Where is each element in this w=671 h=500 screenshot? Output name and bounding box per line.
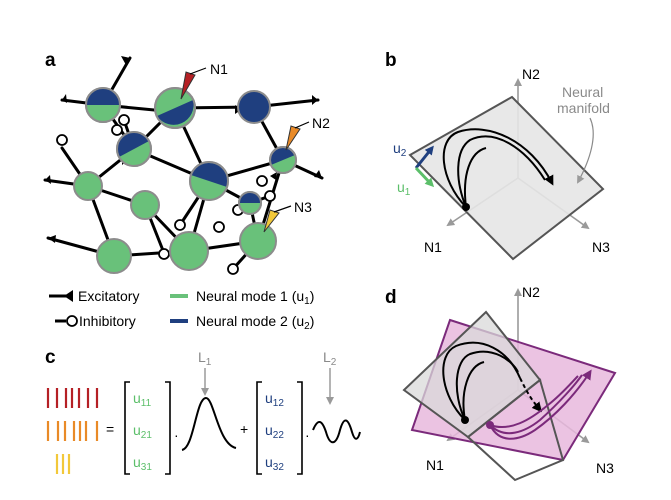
- electrode-n3-label: N3: [294, 199, 312, 215]
- legend-excitatory-label: Excitatory: [78, 288, 139, 304]
- inhibitory-synapses: [56, 114, 276, 275]
- manifold-pointer: [577, 117, 594, 184]
- u1-vector: [414, 166, 435, 188]
- legend-inhibitory-label: Inhibitory: [79, 313, 136, 329]
- plus-sign: +: [240, 421, 248, 437]
- manifold-label-line2: manifold: [557, 100, 610, 116]
- panel-b-letter: b: [385, 50, 397, 71]
- vector-1-brackets: [124, 381, 171, 475]
- u11: u11: [133, 390, 152, 409]
- neuron-8: [130, 190, 160, 220]
- axis-d-n2: N2: [522, 284, 540, 300]
- spike-raster-yellow: [55, 454, 71, 474]
- u31: u31: [133, 454, 152, 473]
- vector-2-brackets: [256, 381, 303, 475]
- neuron-3: [237, 90, 271, 124]
- panel-a-letter: a: [45, 50, 56, 71]
- neuron-4: [116, 131, 152, 167]
- electrode-n2: N2: [285, 115, 330, 151]
- legend-inhibitory: Inhibitory: [55, 313, 136, 329]
- neuron-6: [269, 146, 297, 174]
- spike-raster-red: [46, 388, 99, 408]
- u22: u22: [265, 422, 284, 441]
- electrode-n2-label: N2: [312, 115, 330, 131]
- electrode-n1-label: N1: [210, 61, 228, 77]
- neurons: [73, 87, 297, 274]
- axis-d-n3: N3: [596, 460, 614, 476]
- panel-d: d N2 N1 N3: [385, 284, 617, 482]
- manifold-plane-grey-lower: [466, 378, 565, 482]
- u21: u21: [133, 422, 152, 441]
- neuron-2: [154, 87, 196, 129]
- l2-curve: [312, 419, 361, 444]
- dot-2: ·: [305, 427, 310, 443]
- neuron-12: [239, 222, 277, 260]
- neuron-1: [85, 87, 121, 123]
- trajectories-b: [442, 128, 554, 208]
- legend-mode1: Neural mode 1 (u1): [170, 288, 314, 307]
- u32: u32: [265, 454, 284, 473]
- legend-mode2: Neural mode 2 (u2): [170, 313, 314, 332]
- trajectory-start-b: [462, 203, 470, 211]
- u2-label: u2: [393, 140, 407, 159]
- neuron-7: [73, 171, 103, 201]
- panel-d-letter: d: [385, 287, 397, 308]
- l2-label: L2: [323, 349, 337, 368]
- u1-label: u1: [397, 179, 411, 198]
- dot-1: ·: [174, 427, 179, 443]
- legend-mode1-label: Neural mode 1 (u1): [196, 288, 314, 307]
- neuron-9: [238, 191, 262, 215]
- panel-b: b N2 N1 N3 Neural manifold u2 u1: [385, 50, 610, 261]
- manifold-plane-b: [408, 95, 605, 261]
- equals-sign: =: [106, 421, 114, 437]
- axis-d-n1: N1: [426, 457, 444, 473]
- panel-c-letter: c: [45, 347, 56, 368]
- panel-c: c = u1: [45, 347, 361, 475]
- u2-vector: [414, 145, 434, 169]
- electrode-n1: N1: [180, 61, 228, 100]
- electrode-n3: N3: [263, 199, 312, 233]
- axis-b-n2: N2: [522, 66, 540, 82]
- neuron-11: [169, 231, 209, 271]
- trajectories-d-black: [442, 341, 542, 421]
- trajectory-start-d: [461, 416, 469, 424]
- neuron-10: [96, 238, 132, 274]
- l1-curve: [181, 396, 237, 451]
- legend-excitatory: Excitatory: [49, 288, 139, 304]
- trajectories-d-purple: [489, 369, 592, 440]
- legend-mode2-label: Neural mode 2 (u2): [196, 313, 314, 332]
- spike-raster-orange: [46, 421, 99, 441]
- neuron-5: [189, 161, 229, 201]
- legend-a: Excitatory Inhibitory Neural mode 1 (u1)…: [49, 288, 314, 332]
- axis-b-n1: N1: [424, 239, 442, 255]
- axis-b-n3: N3: [592, 239, 610, 255]
- panel-a: a: [43, 50, 330, 332]
- trajectory-start-d-purple: [486, 421, 494, 429]
- manifold-label-line1: Neural: [562, 84, 603, 100]
- u12: u12: [265, 390, 284, 409]
- l1-label: L1: [198, 349, 212, 368]
